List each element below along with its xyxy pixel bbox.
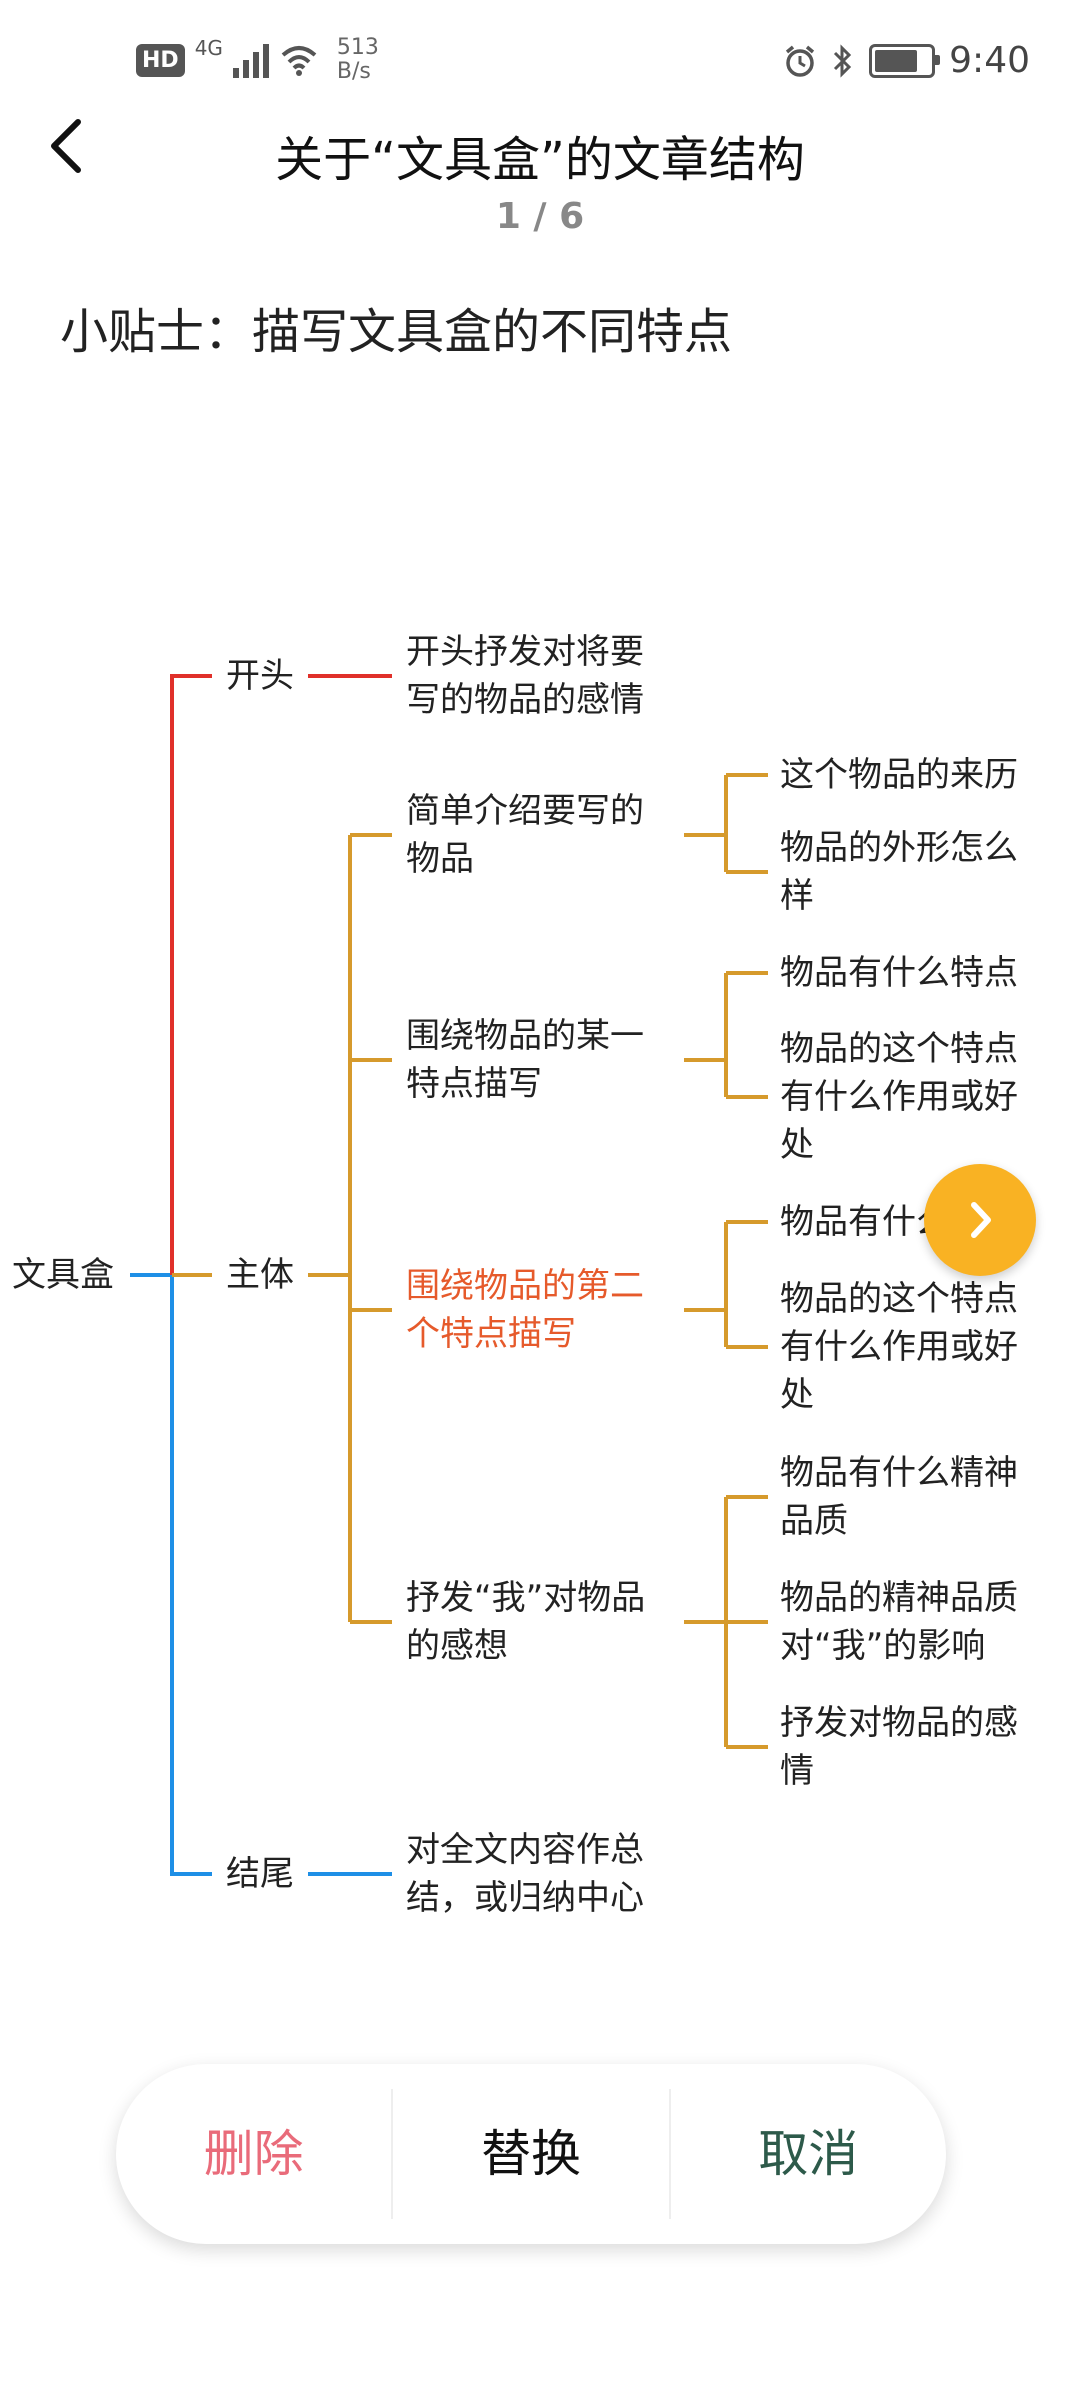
clock: 9:40	[949, 40, 1030, 81]
detail-group-2	[684, 971, 768, 1099]
body-item-2[interactable]: 围绕物品的某一特点描写	[406, 1016, 644, 1104]
wifi-icon	[281, 46, 317, 76]
alarm-icon	[786, 45, 815, 77]
chevron-right-icon	[971, 1202, 991, 1238]
detail-1-1[interactable]: 这个物品的来历	[780, 755, 1018, 795]
body-item-1[interactable]: 简单介绍要写的物品	[406, 791, 644, 879]
status-right: 9:40	[783, 40, 1030, 81]
network-speed-unit: B/s	[336, 59, 371, 84]
detail-4-3[interactable]: 抒发对物品的感情	[780, 1703, 1018, 1791]
action-bar: 删除 替换 取消	[116, 2064, 946, 2244]
back-button[interactable]	[40, 110, 90, 180]
replace-button[interactable]: 替换	[480, 2125, 581, 2183]
cancel-button[interactable]: 取消	[758, 2125, 859, 2183]
body-item-4[interactable]: 抒发“我”对物品的感想	[406, 1578, 646, 1666]
chevron-left-icon	[51, 119, 81, 173]
page-indicator: 1 / 6	[495, 196, 585, 237]
detail-group-4	[684, 1495, 768, 1749]
status-left: HD 4G 513 B/s	[136, 36, 379, 84]
opening-item[interactable]: 开头抒发对将要写的物品的感情	[406, 632, 644, 720]
detail-group-3	[684, 1220, 768, 1349]
detail-group-1	[684, 773, 768, 874]
ending-branch	[170, 1275, 212, 1876]
detail-2-2[interactable]: 物品的这个特点有什么作用或好处	[780, 1029, 1018, 1165]
ending-item[interactable]: 对全文内容作总结，或归纳中心	[406, 1830, 644, 1918]
section-ending[interactable]: 结尾	[226, 1854, 294, 1894]
section-body[interactable]: 主体	[226, 1255, 294, 1295]
detail-1-2[interactable]: 物品的外形怎么样	[780, 828, 1018, 916]
network-speed: 513 B/s	[337, 36, 379, 84]
section-opening[interactable]: 开头	[226, 656, 294, 696]
body-item-3-selected[interactable]: 围绕物品的第二个特点描写	[406, 1266, 644, 1354]
detail-2-1[interactable]: 物品有什么特点	[780, 953, 1018, 993]
tip-text: 小贴士：描写文具盒的不同特点	[60, 304, 733, 360]
signal-icon	[232, 42, 269, 78]
root-node[interactable]: 文具盒	[12, 1255, 114, 1295]
delete-button[interactable]: 删除	[203, 2125, 304, 2183]
network-type: 4G	[194, 36, 223, 60]
battery-icon	[869, 43, 941, 78]
hd-badge: HD	[136, 43, 185, 77]
opening-branch	[170, 674, 212, 1275]
detail-4-1[interactable]: 物品有什么精神品质	[780, 1453, 1018, 1541]
bluetooth-icon	[834, 43, 852, 78]
action-divider	[391, 2089, 394, 2219]
page-title: 关于“文具盒”的文章结构	[275, 132, 805, 188]
status-bar: HD 4G 513 B/s 9:40	[0, 0, 1080, 130]
network-speed-value: 513	[336, 35, 379, 60]
detail-4-2[interactable]: 物品的精神品质对“我”的影响	[780, 1578, 1018, 1666]
next-fab-button[interactable]	[924, 1164, 1036, 1276]
action-divider	[668, 2089, 671, 2219]
detail-3-2[interactable]: 物品的这个特点有什么作用或好处	[780, 1279, 1018, 1415]
